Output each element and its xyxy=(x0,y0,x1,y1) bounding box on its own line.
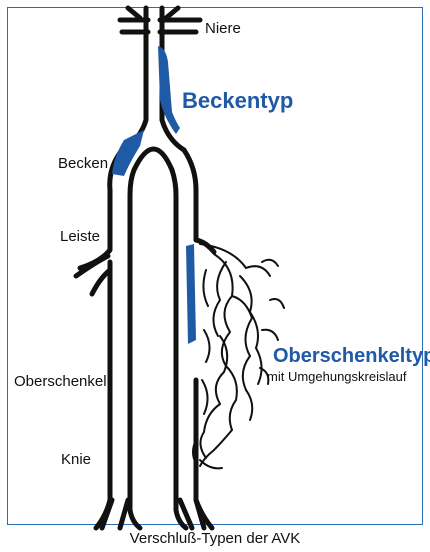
label-leiste: Leiste xyxy=(60,228,100,245)
label-knie: Knie xyxy=(61,451,91,468)
left-groin-branch xyxy=(76,256,110,294)
left-leg-outer-lower xyxy=(96,262,110,528)
right-leg-inner xyxy=(172,170,186,528)
label-oberschenkel: Oberschenkel xyxy=(14,373,107,390)
label-becken: Becken xyxy=(58,155,108,172)
right-leg-outer xyxy=(184,150,214,252)
occlusion-oberschenkeltyp xyxy=(186,244,196,344)
aorta-left-wall xyxy=(122,8,146,150)
left-leg-inner xyxy=(130,170,140,528)
figure-caption: Verschluß-Typen der AVK xyxy=(0,530,430,547)
subtitle-umgehungskreislauf: mit Umgehungskreislauf xyxy=(267,369,406,384)
title-oberschenkeltyp: Oberschenkeltyp xyxy=(273,345,430,368)
bifurcation-inner xyxy=(134,149,172,170)
renal-branch-right xyxy=(160,20,200,32)
renal-top xyxy=(128,8,178,18)
label-niere: Niere xyxy=(205,20,241,37)
left-knee-branches xyxy=(102,500,128,528)
title-beckentyp: Beckentyp xyxy=(182,88,293,114)
